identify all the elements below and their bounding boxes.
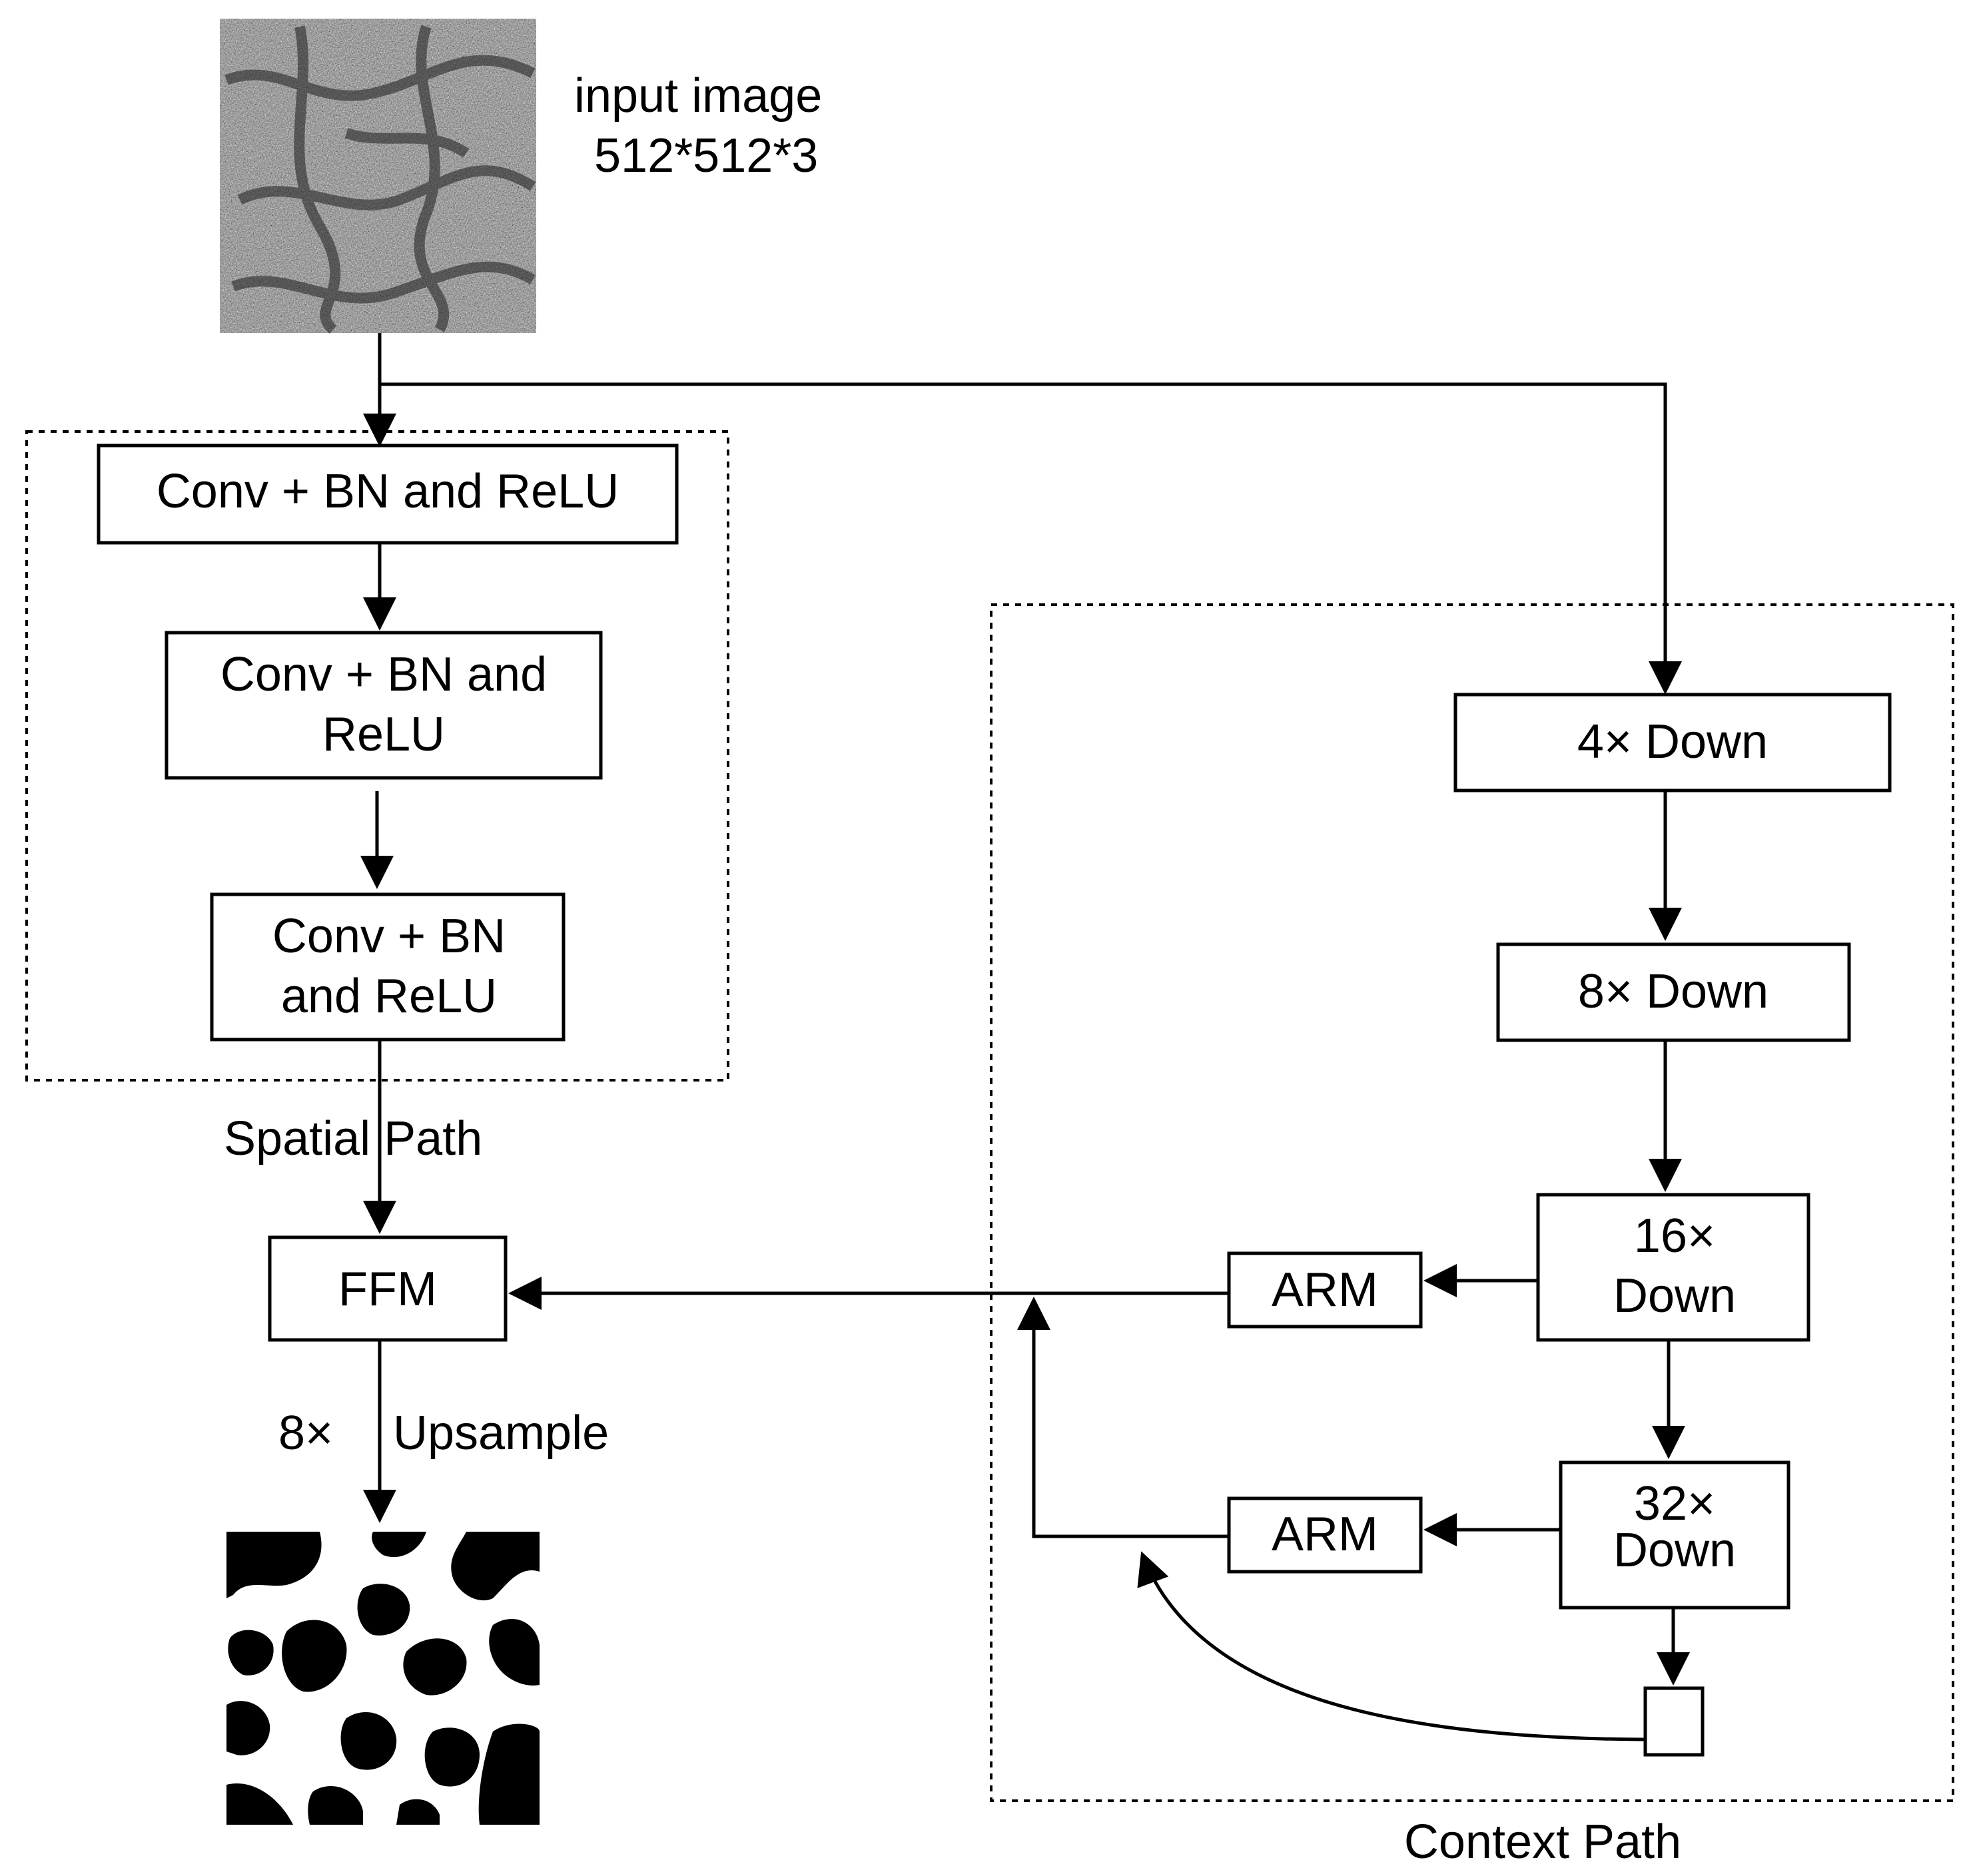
down-16x-line-1: 16× xyxy=(1634,1209,1715,1263)
context-path-group xyxy=(990,603,1954,1802)
down-4x-block xyxy=(1453,693,1892,792)
ffm-label: FFM xyxy=(338,1263,437,1316)
input-image-size: 512*512*3 xyxy=(594,129,818,182)
arm-block-1-label: ARM xyxy=(1272,1263,1378,1317)
down-32x-block xyxy=(1559,1460,1790,1610)
arm-block-1 xyxy=(1227,1251,1423,1329)
down-8x-label: 8× Down xyxy=(1578,965,1769,1018)
spatial-conv-block-3 xyxy=(210,892,566,1042)
spatial-conv-block-2-line-1: Conv + BN and xyxy=(220,648,547,701)
spatial-conv-block-1-label: Conv + BN and ReLU xyxy=(157,465,619,518)
spatial-conv-block-3-line-2: and ReLU xyxy=(281,970,497,1023)
down-32x-line-2: Down xyxy=(1613,1524,1736,1577)
input-image xyxy=(220,19,536,334)
ffm-block xyxy=(268,1235,508,1342)
arm-block-2-label: ARM xyxy=(1272,1508,1378,1561)
arrow-input-to-4x-down xyxy=(380,382,1682,695)
down-4x-label: 4× Down xyxy=(1577,715,1768,769)
upsample-label: Upsample xyxy=(393,1407,609,1460)
arrow-arm2-to-join xyxy=(1017,1297,1229,1538)
spatial-conv-block-3-line-1: Conv + BN xyxy=(272,910,506,963)
down-16x-line-2: Down xyxy=(1613,1269,1736,1323)
spatial-conv-block-1 xyxy=(97,444,679,545)
spatial-path-label: Spatial Path xyxy=(224,1112,482,1165)
output-segmentation-mask xyxy=(226,1532,540,1825)
down-8x-block xyxy=(1496,942,1851,1042)
spatial-conv-block-2 xyxy=(165,631,603,780)
upsample-factor: 8× xyxy=(278,1407,333,1460)
arrow-pool-to-join xyxy=(1137,1551,1646,1741)
down-16x-block xyxy=(1536,1193,1810,1342)
global-pool-block xyxy=(1643,1686,1705,1757)
down-32x-line-1: 32× xyxy=(1634,1477,1715,1530)
spatial-conv-block-2-line-2: ReLU xyxy=(322,708,445,761)
context-path-label: Context Path xyxy=(1404,1815,1681,1869)
input-image-title: input image xyxy=(574,69,822,123)
